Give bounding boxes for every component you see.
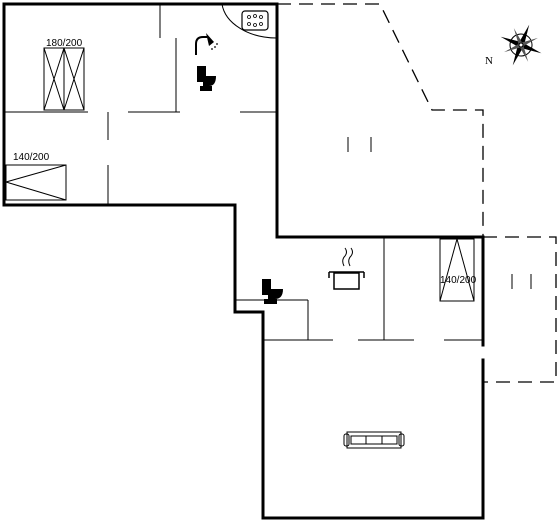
sofa-icon bbox=[343, 431, 405, 449]
stove-icon bbox=[328, 247, 365, 290]
interior-walls bbox=[4, 4, 483, 341]
bed-140-200-east: 140/200 bbox=[439, 238, 477, 302]
bed-label: 140/200 bbox=[13, 152, 50, 163]
exterior-walls bbox=[2, 2, 485, 520]
bed-label: 140/200 bbox=[440, 275, 477, 286]
compass-north-label: N bbox=[485, 55, 493, 67]
terrace-outline-north bbox=[277, 3, 484, 237]
toilet-icon bbox=[262, 279, 283, 304]
shower-icon bbox=[195, 33, 218, 55]
window-marks bbox=[347, 137, 532, 289]
bed-180-200: 180/200 bbox=[43, 38, 85, 111]
compass-rose-icon bbox=[500, 24, 542, 66]
whirlpool-room-arc bbox=[221, 3, 278, 39]
bed-140-200-west: 140/200 bbox=[5, 152, 67, 201]
terrace-outline-east bbox=[483, 236, 557, 383]
toilet-icon bbox=[197, 66, 216, 91]
bed-label: 180/200 bbox=[46, 38, 83, 49]
whirlpool-icon bbox=[241, 10, 269, 31]
